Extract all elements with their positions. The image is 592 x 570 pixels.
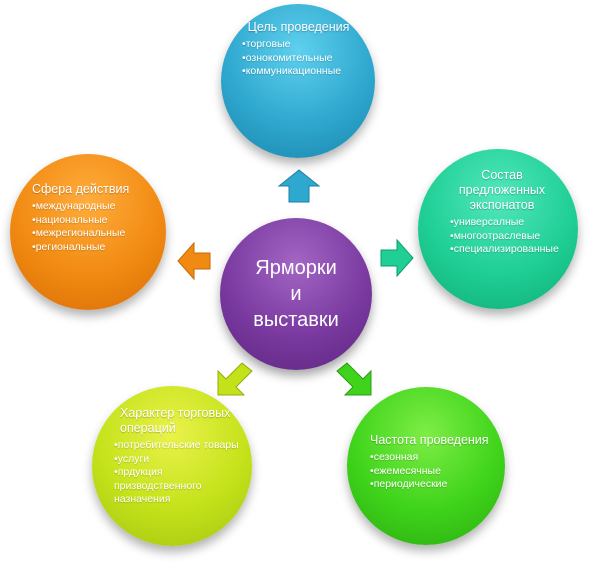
arrow-right-icon bbox=[380, 238, 414, 278]
list-item: ежемесячные bbox=[370, 465, 497, 479]
node-exhibits-list: универсалные многоотраслевые специализир… bbox=[450, 216, 572, 257]
node-goal-list: торговые ознокомительные коммуникационны… bbox=[242, 38, 365, 79]
list-item: торговые bbox=[242, 38, 365, 52]
arrow-up-icon bbox=[277, 169, 321, 203]
list-item: региональные bbox=[32, 241, 160, 255]
list-item: национальные bbox=[32, 214, 160, 228]
list-item: межрегиональные bbox=[32, 227, 160, 241]
node-operations-list: потребительские товары услуги прдукция п… bbox=[114, 439, 246, 507]
arrow-down-left-icon bbox=[217, 362, 253, 396]
list-item: универсалные bbox=[450, 216, 572, 230]
node-operations-title: Характер торговых операций bbox=[120, 406, 231, 435]
node-frequency-title: Частота проведения bbox=[370, 433, 489, 447]
list-item: периодические bbox=[370, 478, 497, 492]
node-goal-title: Цель проведения bbox=[247, 20, 350, 34]
list-item: ознокомительные bbox=[242, 52, 365, 66]
node-scope-title: Сфера действия bbox=[32, 182, 130, 196]
node-goal: Цель проведения торговые ознокомительные… bbox=[221, 4, 375, 158]
center-title: Ярморки и выставки bbox=[253, 257, 339, 331]
list-item: коммуникационные bbox=[242, 65, 365, 79]
node-exhibits-title: Состав предложенных экспонатов bbox=[458, 168, 546, 212]
list-item: международные bbox=[32, 200, 160, 214]
list-item: прдукция призводственного назначения bbox=[114, 466, 246, 507]
node-frequency-list: сезонная ежемесячные периодические bbox=[370, 451, 497, 492]
list-item: сезонная bbox=[370, 451, 497, 465]
node-operations: Характер торговых операций потребительск… bbox=[92, 386, 252, 546]
list-item: многоотраслевые bbox=[450, 230, 572, 244]
list-item: специализированные bbox=[450, 243, 572, 257]
node-scope: Сфера действия международные национальны… bbox=[10, 154, 166, 310]
list-item: потребительские товары bbox=[114, 439, 246, 453]
node-exhibits: Состав предложенных экспонатов универсал… bbox=[418, 149, 578, 309]
node-scope-list: международные национальные межрегиональн… bbox=[32, 200, 160, 254]
arrow-down-right-icon bbox=[336, 362, 372, 396]
center-node: Ярморки и выставки bbox=[220, 218, 372, 370]
list-item: услуги bbox=[114, 453, 246, 467]
arrow-left-icon bbox=[177, 241, 211, 281]
node-frequency: Частота проведения сезонная ежемесячные … bbox=[347, 387, 505, 545]
